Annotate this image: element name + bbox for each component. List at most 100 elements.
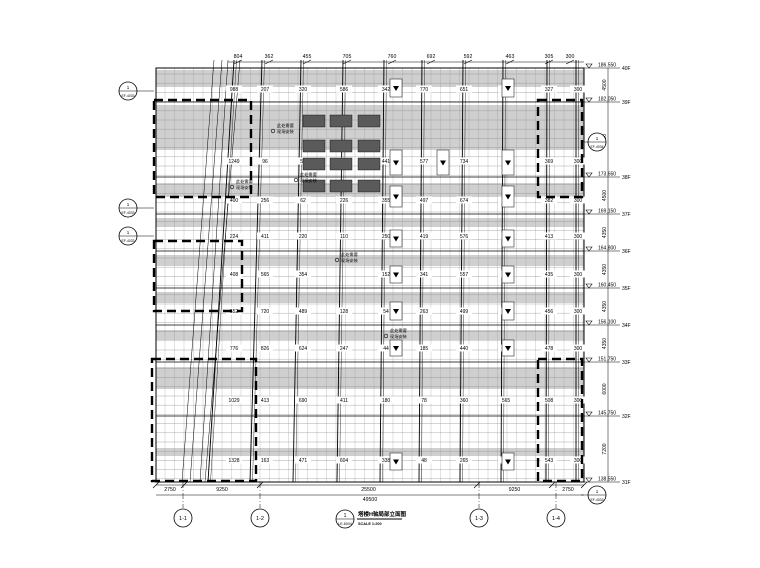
top-dim-label: 362 <box>265 54 274 60</box>
panel-label-bg <box>456 157 472 165</box>
level-elevation: 186.550 <box>598 63 616 69</box>
dim-tick <box>548 481 556 489</box>
panel-dim-label: 300 <box>574 458 583 464</box>
mullion-edge <box>189 59 223 483</box>
dim-tick <box>580 481 588 489</box>
panel-dim-label: 471 <box>299 458 308 464</box>
panel-dim-label: 988 <box>230 87 239 93</box>
opening-arrow <box>505 86 511 91</box>
panel-dim-label: 44 <box>383 346 389 352</box>
panel-label-bg <box>226 157 242 165</box>
right-dim-label: 4350 <box>602 338 608 349</box>
note-line1: 此处需要 <box>277 122 294 129</box>
note-line2: 现场安装 <box>300 177 318 184</box>
bottom-dim-label: 25500 <box>361 487 376 493</box>
panel-label-bg <box>378 85 394 93</box>
panel-dim-label: 48 <box>421 458 427 464</box>
level-triangle <box>585 63 593 69</box>
panel-label-bg <box>257 307 273 315</box>
dim-tick <box>505 59 515 65</box>
level-elevation: 138.550 <box>598 477 616 483</box>
panel-dim-label: 163 <box>261 458 270 464</box>
level-triangle <box>585 477 593 483</box>
panel-dim-label: 586 <box>340 87 349 93</box>
panel-dim-label: 413 <box>545 234 554 240</box>
panel-dim-label: 508 <box>545 398 554 404</box>
level-triangle <box>585 172 593 178</box>
dim-tick <box>387 59 397 65</box>
opening-arrow <box>393 160 399 166</box>
dim-tick <box>233 59 243 65</box>
level-floor: 33F <box>622 360 631 366</box>
panel-dim-label: 489 <box>299 309 308 315</box>
panel-dim-label: 224 <box>230 234 239 240</box>
panel-dim-label: 300 <box>574 159 583 165</box>
top-dim-label: 760 <box>388 54 397 60</box>
level-floor: 32F <box>622 414 631 420</box>
overall-dim-label: 49500 <box>363 497 378 503</box>
level-floor: 31F <box>622 480 631 486</box>
panel-dim-label: 651 <box>460 87 469 93</box>
panel-dim-label: 54 <box>383 309 389 315</box>
panel-label-bg <box>295 344 311 352</box>
panel-dim-label: 320 <box>299 87 308 93</box>
panel-label-bg <box>570 456 586 464</box>
panel-label-bg <box>416 85 432 93</box>
callout-ref: EF-4034 <box>590 145 603 149</box>
note-line1: 此处需要 <box>236 178 253 185</box>
spandrel-band <box>156 70 584 87</box>
panel-dim-label: 220 <box>299 234 308 240</box>
panel-label-bg <box>257 157 273 165</box>
detail-dashed-box <box>536 98 584 199</box>
panel-label-bg <box>226 456 242 464</box>
note-line2: 现场安装 <box>236 184 254 191</box>
note-line2: 现场安装 <box>390 333 408 340</box>
panel-label-bg <box>257 196 273 204</box>
panel-dim-label: 770 <box>420 87 429 93</box>
dim-tick <box>426 59 436 65</box>
panel-label-bg <box>295 270 311 278</box>
dim-tick <box>264 59 274 65</box>
opening-arrow <box>505 160 511 166</box>
panel-dim-label: 624 <box>299 346 308 352</box>
louvre-block <box>329 139 353 153</box>
panel-dim-label: 497 <box>420 198 429 204</box>
panel-label-bg <box>416 196 432 204</box>
top-dim-label: 463 <box>506 54 515 60</box>
note-line2: 现场安装 <box>341 257 359 264</box>
louvre-block <box>329 114 353 128</box>
panel-dim-label: 300 <box>574 346 583 352</box>
panel-label-bg <box>541 157 557 165</box>
panel-label-bg <box>336 232 352 240</box>
axis-bubble <box>173 508 193 528</box>
panel-label-bg <box>295 396 311 404</box>
panel-dim-label: 408 <box>230 272 239 278</box>
opening-arrow <box>440 160 446 166</box>
detail-dashed-box <box>152 239 244 313</box>
panel-label-bg <box>570 270 586 278</box>
level-elevation: 164.800 <box>598 246 616 252</box>
panel-dim-label: 256 <box>261 198 270 204</box>
opening-arrow <box>505 272 511 278</box>
level-floor: 38F <box>622 175 631 181</box>
panel-label-bg <box>378 157 394 165</box>
drawing-title-block: 1 LE-6004 塔楼H轴局部立面图 SCALE 1:200 <box>335 509 406 529</box>
opening-arrow <box>393 346 399 351</box>
panel-label-bg <box>416 270 432 278</box>
panel-label-bg <box>570 196 586 204</box>
panel-dim-label: 826 <box>261 346 270 352</box>
level-floor: 35F <box>622 286 631 292</box>
panel-dim-label: 1249 <box>228 159 239 165</box>
note-line1: 此处需要 <box>341 251 358 258</box>
panel-dim-label: 690 <box>299 398 308 404</box>
floor-level-markers: 186.55040F182.05039F173.65038F169.15037F… <box>584 63 631 486</box>
panel-label-bg <box>226 270 242 278</box>
panel-label-bg <box>541 270 557 278</box>
top-dim-label: 592 <box>464 54 473 60</box>
panel-label-bg <box>416 157 432 165</box>
panel-label-bg <box>378 396 394 404</box>
opening-arrow <box>505 194 511 200</box>
